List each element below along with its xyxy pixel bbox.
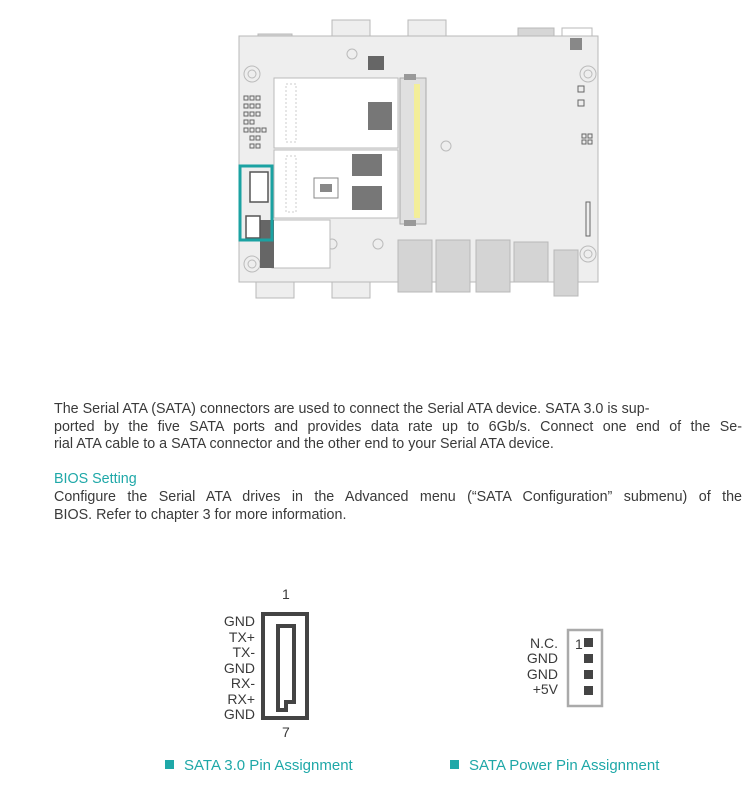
mounting-hole: [440, 140, 452, 152]
m2-connector: [285, 83, 297, 143]
bottom-connector: [435, 239, 471, 293]
power-pin-label: GND: [526, 650, 558, 667]
m2-connector: [285, 155, 297, 213]
mounting-hole: [346, 48, 358, 60]
right-components: [577, 85, 593, 237]
sata-pin-label: GND: [223, 706, 255, 722]
power-caption-text: SATA Power Pin Assignment: [469, 757, 660, 774]
memory-slot: [399, 77, 427, 225]
bios-paragraph: Configure the Serial ATA drives in the A…: [54, 489, 742, 524]
mounting-hole: [247, 69, 257, 79]
chip: [352, 186, 382, 210]
sata-pin-label: GND: [223, 613, 255, 629]
bullet-square-icon: [450, 760, 459, 769]
mounting-hole: [247, 259, 257, 269]
mounting-hole: [579, 65, 597, 83]
mounting-hole: [583, 69, 593, 79]
sata-pin-label: TX+: [228, 628, 255, 645]
jumper: [570, 38, 582, 50]
sata-pin-label: RX+: [227, 690, 255, 707]
description-line: rial ATA cable to a SATA connector and t…: [54, 436, 554, 452]
bottom-connector: [513, 241, 549, 283]
memory-slot-contacts: [414, 84, 420, 218]
power-pin: [584, 670, 593, 679]
sata-caption-text: SATA 3.0 Pin Assignment: [184, 757, 353, 774]
mounting-hole: [583, 249, 593, 259]
memory-slot-latch: [404, 220, 416, 226]
bullet-square-icon: [165, 760, 174, 769]
power-pin-label: N.C.: [530, 635, 558, 651]
sata-pin-labels: GND TX+ TX- GND RX- RX+ GND: [205, 613, 255, 723]
board-layout-diagram: [238, 19, 599, 299]
bios-heading: BIOS Setting: [54, 471, 137, 487]
header-block: [271, 219, 331, 269]
bottom-connector: [331, 281, 371, 299]
mounting-hole: [372, 238, 384, 250]
sata-pin-label: TX-: [232, 644, 255, 660]
bottom-connector: [397, 239, 433, 293]
bottom-connector: [255, 281, 295, 299]
fan-header: [368, 56, 384, 70]
sata-pin-last: 7: [282, 724, 290, 740]
description-line: The Serial ATA (SATA) connectors are use…: [54, 401, 650, 417]
description-paragraph: The Serial ATA (SATA) connectors are use…: [54, 401, 742, 454]
power-pin-first: 1: [575, 636, 583, 652]
power-pin: [584, 638, 593, 647]
power-pin-label: GND: [526, 665, 558, 682]
sata-power-connector-shape: [566, 628, 604, 708]
pin-header-left: [243, 95, 267, 149]
power-caption: SATA Power Pin Assignment: [450, 757, 659, 774]
description-line: ported by the five SATA ports and provid…: [54, 418, 742, 435]
power-pin: [584, 686, 593, 695]
sata-connector-shape: [261, 612, 309, 720]
mounting-hole: [243, 65, 261, 83]
board-sata-connector: [249, 171, 269, 203]
power-pin-label: +5V: [532, 680, 558, 697]
chip: [368, 102, 392, 130]
bottom-connector: [553, 249, 579, 297]
bottom-connector: [475, 239, 511, 293]
bios-line: Configure the Serial ATA drives in the A…: [54, 489, 742, 505]
bios-line: BIOS. Refer to chapter 3 for more inform…: [54, 506, 347, 523]
mounting-hole: [579, 245, 597, 263]
chip: [352, 154, 382, 176]
board-sata-power: [245, 215, 261, 239]
sata-pin-label: GND: [223, 659, 255, 676]
sata-pin-first: 1: [282, 586, 290, 602]
memory-slot-latch: [404, 74, 416, 80]
power-pin: [584, 654, 593, 663]
sata-highlight-box: [238, 164, 274, 242]
sata-pin-label: RX-: [230, 675, 255, 691]
chip: [320, 184, 332, 192]
sata-caption: SATA 3.0 Pin Assignment: [165, 757, 353, 774]
power-pin-labels: N.C. GND GND +5V: [508, 635, 558, 697]
